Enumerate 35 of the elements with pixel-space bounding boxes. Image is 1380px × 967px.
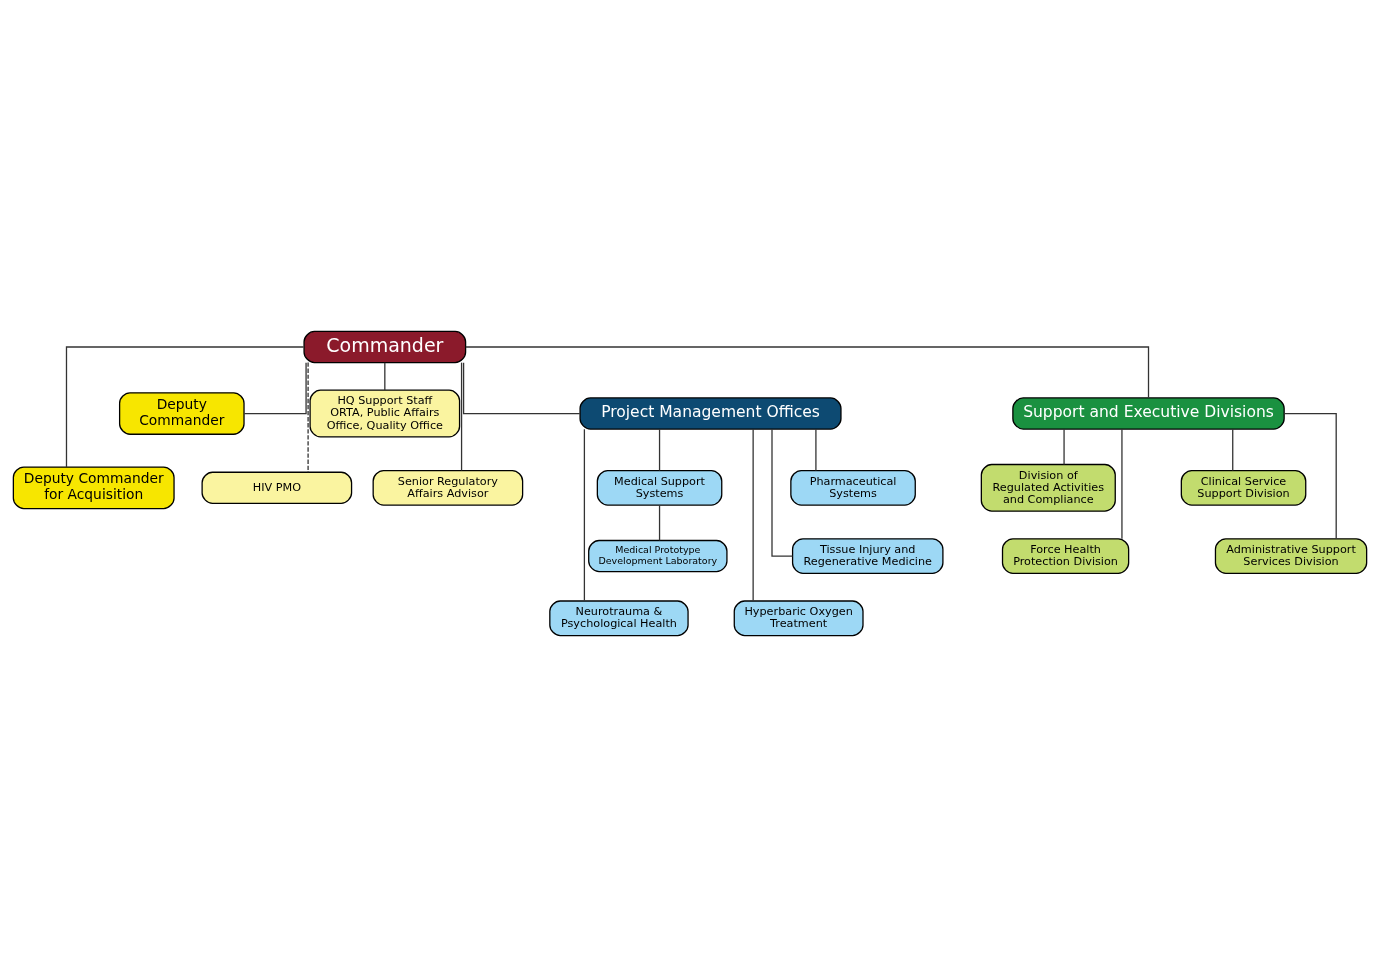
connector [462, 362, 581, 415]
connector [307, 361, 309, 473]
node-box: Tissue Injury and Regenerative Medicine [791, 538, 944, 574]
connector [65, 346, 305, 468]
node-box: Project Management Offices [579, 397, 842, 430]
connector [465, 346, 1150, 399]
connector [583, 428, 586, 602]
connector [1121, 428, 1123, 540]
connector [243, 362, 307, 415]
connector [658, 504, 661, 542]
node-box: Deputy Commander for Acquisition [12, 466, 175, 510]
connector [384, 362, 386, 391]
connector [658, 428, 661, 472]
node-box: Senior Regulatory Affairs Advisor [372, 469, 524, 506]
node-box: Medical Prototype Development Laboratory [588, 539, 728, 573]
node-box: HQ Support Staff ORTA, Public Affairs Office, Quality Office [309, 389, 461, 438]
connector [771, 428, 794, 557]
node-box: Force Health Protection Division [1001, 538, 1130, 574]
node-box: Medical Support Systems [596, 469, 723, 506]
connector [460, 361, 463, 472]
connector [752, 428, 754, 602]
node-box: Pharmaceutical Systems [790, 469, 916, 506]
connector [815, 428, 817, 472]
node-box: HIV PMO [201, 471, 353, 504]
node-box: Hyperbaric Oxygen Treatment [733, 600, 864, 637]
node-box: Support and Executive Divisions [1012, 397, 1285, 430]
node-box: Neurotrauma & Psychological Health [549, 600, 689, 637]
node-box: Deputy Commander [118, 392, 245, 435]
node-box: Administrative Support Services Division [1214, 538, 1368, 574]
connector [1063, 428, 1065, 466]
connector [1232, 428, 1234, 472]
node-box: Division of Regulated Activities and Compliance [980, 463, 1116, 512]
node-box: Clinical Service Support Division [1180, 469, 1307, 506]
connector [1283, 412, 1337, 540]
node-box: Commander [303, 330, 467, 364]
